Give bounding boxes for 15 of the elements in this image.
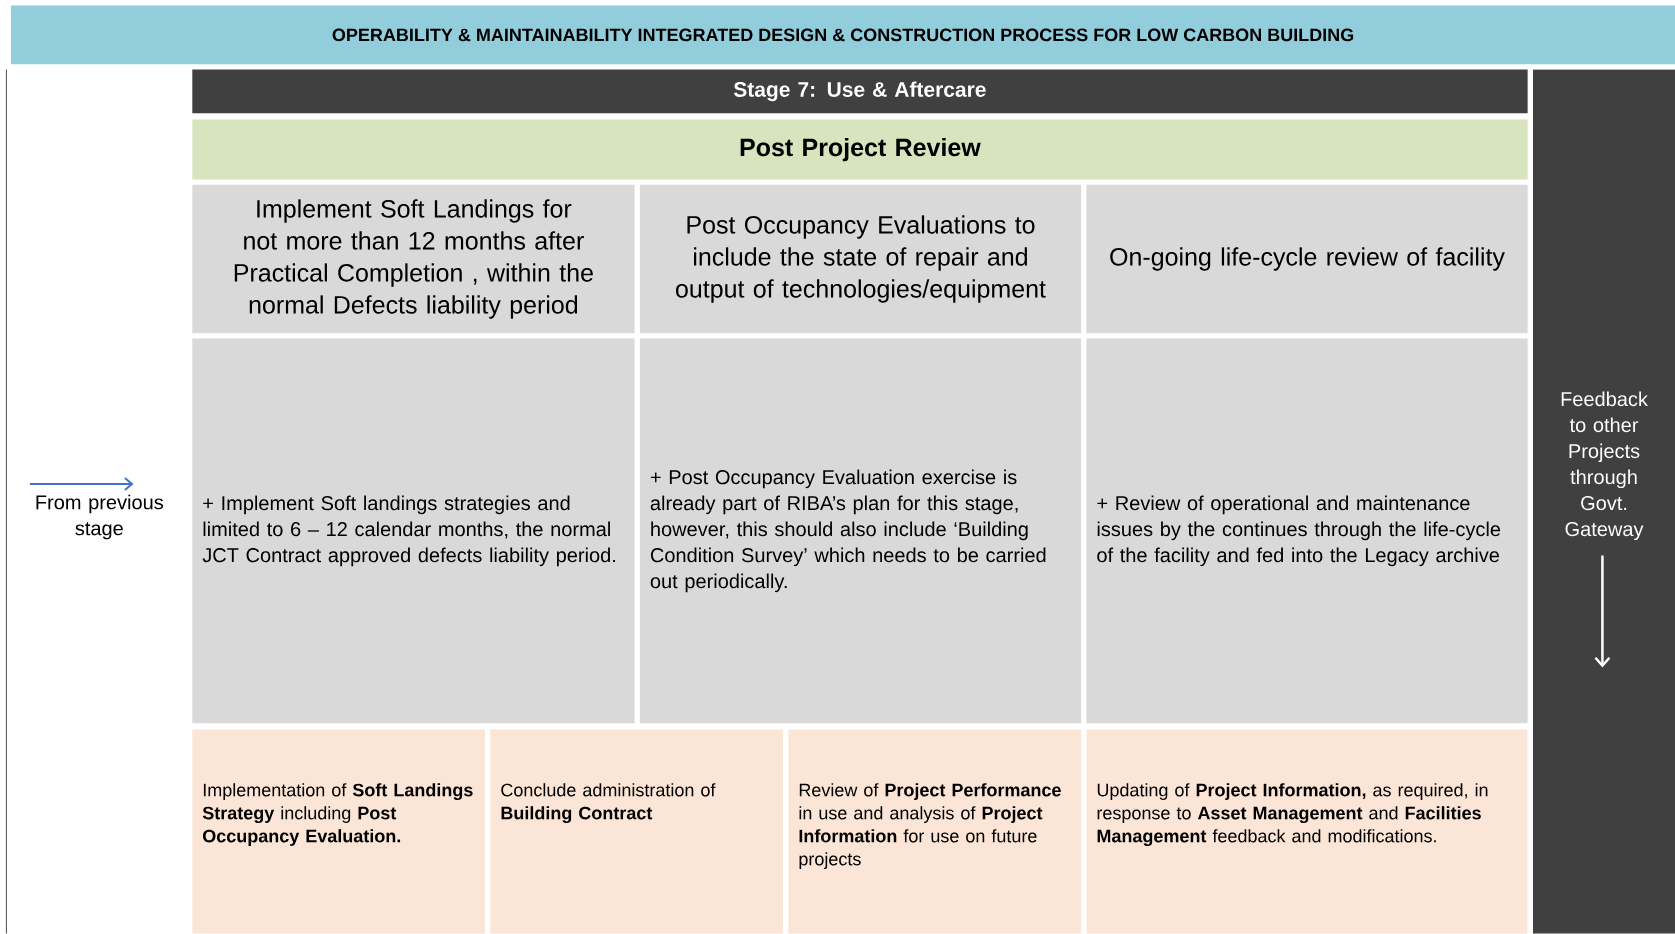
task-cell: Conclude administration of Building Contract	[490, 729, 783, 934]
activity-cell: Implement Soft Landings for not more than 12 months after Practical Completion , within the normal Defects liability period	[192, 184, 635, 334]
stage-header: Stage 7: Use & Aftercare	[192, 69, 1528, 114]
note-cell: + Review of operational and maintenance issues by the continues through the life-cycle of the facility and fed into the Legacy archive	[1086, 338, 1528, 724]
feedback-column: Feedback to other Projects through Govt. Gateway	[1532, 69, 1675, 934]
title-band: OPERABILITY & MAINTAINABILITY INTEGRATED DESIGN & CONSTRUCTION PROCESS FOR LOW CARBON BUILDING	[10, 5, 1675, 65]
note-cell: + Post Occupancy Evaluation exercise is already part of RIBA’s plan for this stage, however, this should also include ‘Building Condition Survey’ which needs to be carried out periodically.	[639, 338, 1082, 724]
activity-cell: On-going life-cycle review of facility	[1086, 184, 1528, 334]
flow-label: From previous stage	[36, 494, 163, 540]
note-cell: + Implement Soft landings strategies and limited to 6 – 12 calendar months, the normal JCT Contract approved defects liability period.	[192, 338, 635, 724]
task-cell: Review of Project Performance in use and analysis of Project Information for use on future projects	[788, 729, 1082, 934]
review-header: Post Project Review	[192, 119, 1528, 180]
task-cell: Implementation of Soft Landings Strategy including Post Occupancy Evaluation.	[192, 729, 485, 934]
activity-cell: Post Occupancy Evaluations to include the state of repair and output of technologies/equipment	[639, 184, 1082, 334]
task-cell: Updating of Project Information, as required, in response to Asset Management and Facilities Management feedback and modifications.	[1086, 729, 1528, 934]
